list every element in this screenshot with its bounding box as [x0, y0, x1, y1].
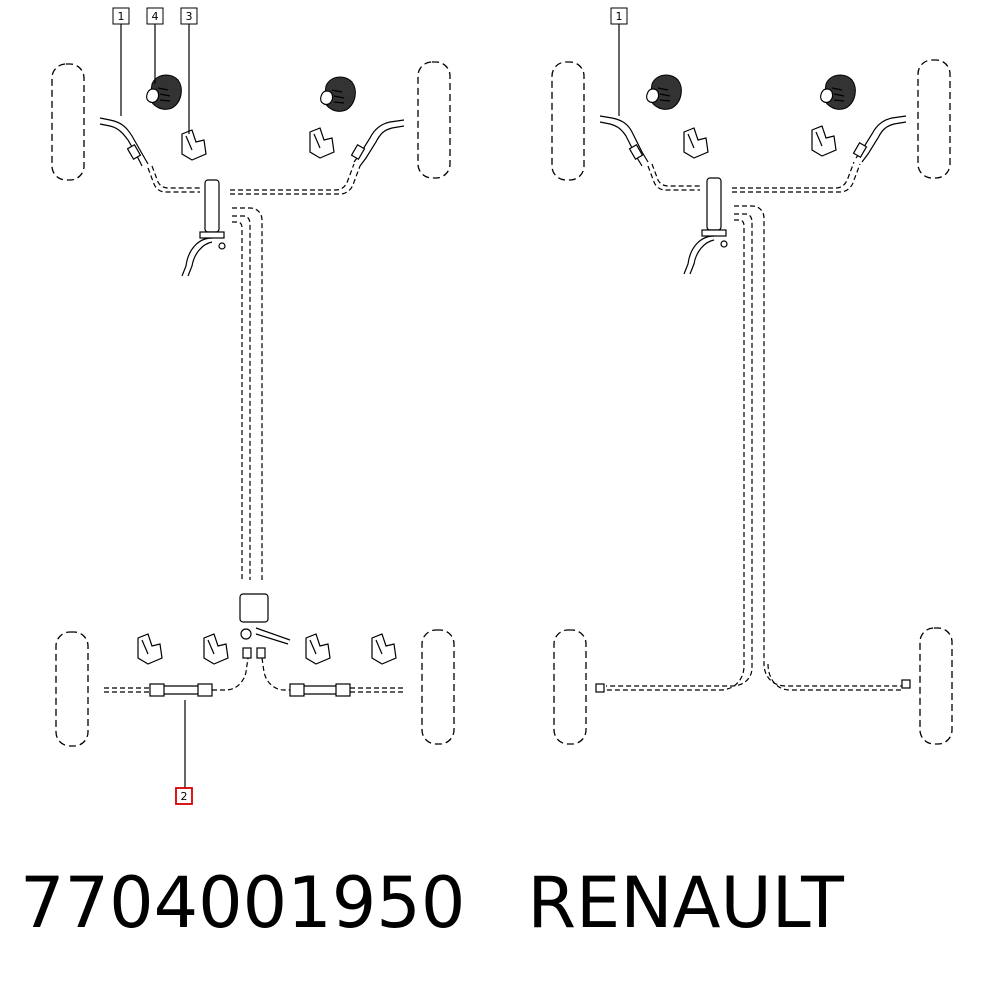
callout-4-left: 4 — [146, 7, 164, 25]
front-right-wheel — [417, 61, 451, 179]
callout-label: 4 — [152, 10, 159, 23]
callout-1-left: 1 — [112, 7, 130, 25]
right-diagram: 1 — [551, 7, 953, 745]
rear-left-wheel — [553, 629, 587, 745]
callout-label: 1 — [616, 10, 623, 23]
part-caption: 7704001950 RENAULT — [20, 858, 844, 948]
front-right-wheel — [917, 59, 951, 179]
front-left-wheel — [51, 63, 85, 181]
front-left-wheel — [551, 61, 585, 181]
callout-label: 1 — [118, 10, 125, 23]
callout-1-right: 1 — [610, 7, 628, 25]
part-number: 7704001950 — [20, 862, 466, 944]
left-diagram: 1 4 3 2 — [51, 7, 455, 805]
rear-right-wheel — [421, 629, 455, 745]
rear-right-wheel — [919, 627, 953, 745]
callout-3-left: 3 — [180, 7, 198, 25]
brake-line-diagram: .pipe { fill: none; stroke: #000; stroke… — [51, 7, 953, 805]
callout-label: 3 — [186, 10, 193, 23]
brand-name: RENAULT — [527, 862, 844, 944]
rear-left-wheel — [55, 631, 89, 747]
callout-label: 2 — [181, 790, 188, 803]
callout-2-left-highlighted: 2 — [175, 787, 193, 805]
